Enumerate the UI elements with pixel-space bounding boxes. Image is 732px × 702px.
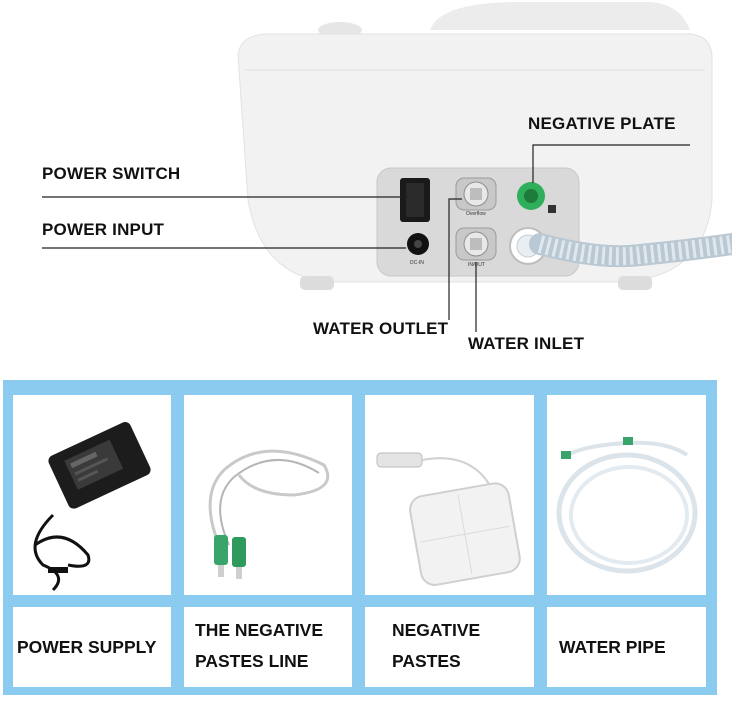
negative-pastes-image-cell [365, 395, 534, 595]
negative-plate-label: NEGATIVE PLATE [528, 114, 676, 133]
water-pipe-caption-cell: WATER PIPE [547, 607, 706, 687]
water-pipe-image-cell [547, 395, 706, 595]
power-supply-image [33, 422, 151, 592]
negative-pastes-line-caption-cell: THE NEGATIVE PASTES LINE [184, 607, 352, 687]
negative-pastes-caption-cell: NEGATIVE PASTES [365, 607, 534, 687]
negative-plate-connector [517, 182, 545, 210]
negative-pastes-line-image-cell [184, 395, 352, 595]
water-pipe-image [556, 437, 698, 574]
power-input-label: POWER INPUT [42, 220, 165, 239]
power-supply-image-cell [13, 395, 171, 595]
power-switch-graphic [400, 178, 430, 222]
power-switch-label: POWER SWITCH [42, 164, 181, 183]
water-outlet-label: WATER OUTLET [313, 319, 449, 338]
water-pipe-caption: WATER PIPE [559, 637, 666, 657]
negative-pastes-line-caption-2: PASTES LINE [195, 651, 309, 671]
negative-pastes-caption-2: PASTES [392, 651, 461, 671]
accessories-frame: POWER SUPPLY THE NEGATIVE PASTES LINE NE… [3, 380, 717, 695]
negative-pastes-line-caption-1: THE NEGATIVE [195, 620, 324, 640]
power-supply-caption-cell: POWER SUPPLY [13, 607, 171, 687]
negative-pastes-caption-1: NEGATIVE [392, 620, 481, 640]
water-inlet-label: WATER INLET [468, 334, 585, 353]
overflow-mark: Overflow [466, 211, 486, 217]
device-illustration [42, 2, 732, 332]
power-supply-caption: POWER SUPPLY [17, 637, 157, 657]
in-out-mark: IN/OUT [468, 262, 485, 268]
dc-in-mark: DC-IN [410, 260, 424, 266]
negative-pastes-line-image [208, 449, 330, 579]
negative-pastes-image [376, 452, 521, 586]
